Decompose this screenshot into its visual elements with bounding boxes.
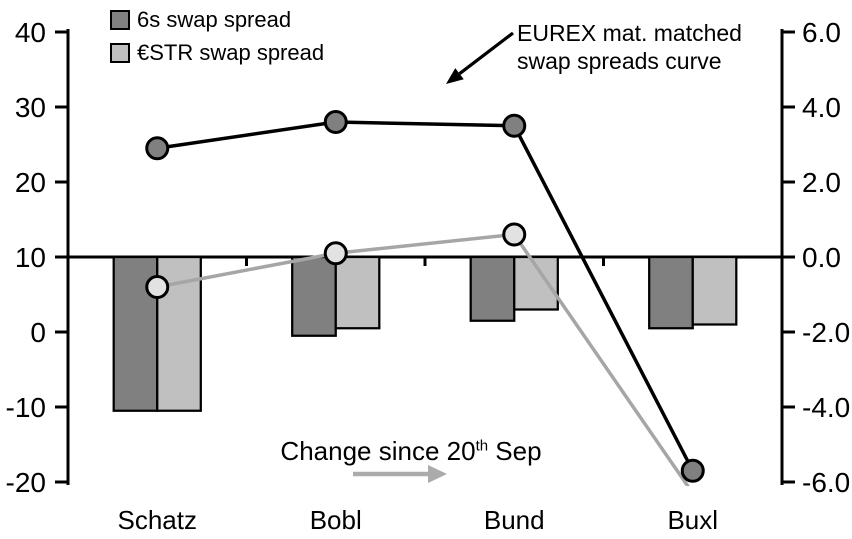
left-axis-label-40: 40: [15, 17, 46, 48]
curve-annotation: EUREX mat. matched swap spreads curve: [517, 19, 742, 75]
marker-estr-line-schatz: [145, 275, 170, 299]
category-label-buxl: Buxl: [667, 505, 718, 535]
left-axis-label-20: 20: [15, 167, 46, 198]
curve-annotation-line2: swap spreads curve: [517, 48, 722, 74]
right-axis-label-2.0: 2.0: [802, 167, 841, 198]
left-axis-label-30: 30: [15, 92, 46, 123]
change-annotation-pre: Change since 20: [280, 436, 476, 466]
category-label-schatz: Schatz: [118, 505, 198, 535]
right-axis-label-4.0: 4.0: [802, 92, 841, 123]
right-axis-label-6.0: 6.0: [802, 17, 841, 48]
left-axis-label--10: -10: [6, 392, 46, 423]
left-axis-label-0: 0: [30, 317, 46, 348]
change-annotation-sup: th: [475, 437, 489, 455]
marker-6s-line-bobl: [323, 110, 348, 134]
marker-estr-line-bobl: [323, 241, 348, 266]
bar-6s-bar-buxl: [648, 255, 694, 330]
marker-6s-line-buxl: [680, 458, 705, 483]
left-axis-label--20: -20: [6, 467, 46, 498]
right-axis-label--4.0: -4.0: [802, 392, 850, 423]
marker-estr-line-bund: [502, 222, 527, 247]
change-annotation-arrow-head-icon: [428, 465, 447, 483]
left-axis-label-10: 10: [15, 242, 46, 273]
curve-annotation-arrow-head-icon: [446, 68, 464, 84]
bar-estr-bar-buxl: [691, 255, 738, 326]
legend-swatch-estr-icon: [110, 43, 130, 63]
legend: 6s swap spread €STR swap spread: [110, 8, 324, 65]
legend-swatch-6s-icon: [110, 10, 130, 30]
category-label-bobl: Bobl: [310, 505, 362, 535]
marker-6s-line-schatz: [145, 136, 170, 161]
legend-label-6s: 6s swap spread: [137, 7, 292, 32]
marker-6s-line-bund: [502, 113, 527, 138]
line-6s-line: [156, 120, 695, 472]
curve-annotation-line1: EUREX mat. matched: [517, 20, 742, 46]
bar-6s-bar-bund: [469, 255, 516, 322]
bar-6s-bar-bobl: [291, 255, 337, 337]
legend-item-estr: €STR swap spread: [110, 41, 324, 65]
change-annotation-post: Sep: [488, 436, 542, 466]
legend-label-estr: €STR swap spread: [137, 40, 325, 65]
legend-item-6s: 6s swap spread: [110, 8, 324, 32]
bar-estr-bar-bobl: [334, 255, 381, 330]
right-axis-label--6.0: -6.0: [802, 467, 850, 498]
line-estr-line: [156, 232, 690, 486]
category-label-bund: Bund: [484, 505, 545, 535]
right-axis-label--2.0: -2.0: [802, 317, 850, 348]
change-annotation: Change since 20th Sep: [256, 436, 566, 467]
right-axis-label-0.0: 0.0: [802, 242, 841, 273]
curve-annotation-arrow-shaft: [458, 31, 514, 75]
